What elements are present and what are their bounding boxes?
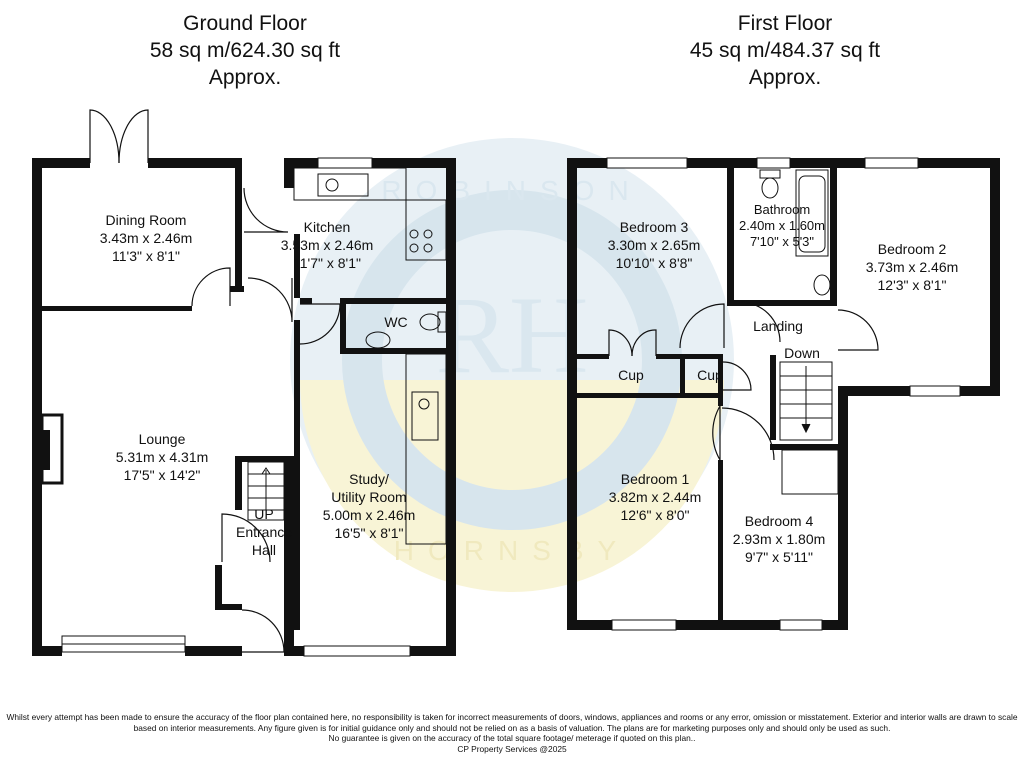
first-floor-heading: First Floor 45 sq m/484.37 sq ft Approx. xyxy=(635,10,935,91)
room-label-entrance-hall: UP Entrance Hall xyxy=(235,506,293,558)
kitchen-fittings xyxy=(293,167,447,545)
disclaimer-line-1: Whilst every attempt has been made to en… xyxy=(6,712,1018,722)
ground-floor-approx: Approx. xyxy=(208,66,282,89)
room-label-wc: WC xyxy=(384,314,408,330)
room-label-bedroom4: Bedroom 4 2.93m x 1.80m 9'7" x 5'11" xyxy=(732,513,826,565)
room-label-dining: Dining Room 3.43m x 2.46m 11'3" x 8'1" xyxy=(99,212,193,264)
ground-floor-doors xyxy=(89,109,341,653)
room-label-study: Study/ Utility Room 5.00m x 2.46m 16'5" … xyxy=(322,471,416,541)
first-floor-walls xyxy=(567,158,1000,630)
ground-floor-windows xyxy=(61,157,411,657)
room-label-bedroom2: Bedroom 2 3.73m x 2.46m 12'3" x 8'1" xyxy=(865,241,959,293)
room-label-bedroom1: Bedroom 1 3.82m x 2.44m 12'6" x 8'0" xyxy=(608,471,702,523)
room-label-landing: Landing xyxy=(753,318,803,334)
room-label-lounge: Lounge 5.31m x 4.31m 17'5" x 14'2" xyxy=(115,431,209,483)
ground-floor-name: Ground Floor xyxy=(183,12,307,35)
first-floor-name: First Floor xyxy=(737,12,833,35)
ground-floor-area: 58 sq m/624.30 sq ft xyxy=(149,39,341,62)
ground-floor-heading: Ground Floor 58 sq m/624.30 sq ft Approx… xyxy=(95,10,395,91)
room-label-bedroom3: Bedroom 3 3.30m x 2.65m 10'10" x 8'8" xyxy=(607,219,701,271)
first-floor-windows xyxy=(606,157,961,631)
floor-plan-drawing: RH ROBINSON HORNSBY xyxy=(32,109,1000,657)
watermark-ring-text-bottom: HORNSBY xyxy=(394,535,630,566)
first-floor-approx: Approx. xyxy=(748,66,822,89)
first-floor-area: 45 sq m/484.37 sq ft xyxy=(689,39,881,62)
disclaimer: Whilst every attempt has been made to en… xyxy=(0,712,1024,754)
disclaimer-line-2: based on interior measurements. Any figu… xyxy=(133,722,891,733)
room-label-cup-2: Cup xyxy=(697,367,723,383)
first-floor-fittings xyxy=(759,169,839,495)
room-label-kitchen: Kitchen 3.53m x 2.46m 11'7" x 8'1" xyxy=(280,219,374,271)
watermark-ring-text: ROBINSON xyxy=(381,175,642,206)
room-label-cup-1: Cup xyxy=(618,367,644,383)
disclaimer-line-4: CP Property Services @2025 xyxy=(457,743,567,754)
ground-floor-walls xyxy=(32,158,456,656)
watermark-monogram: RH xyxy=(436,274,589,396)
stairs-up-label: UP xyxy=(254,506,274,522)
room-label-bathroom: Bathroom 2.40m x 1.60m 7'10" x 5'3" xyxy=(739,202,825,249)
ground-floor-stairs xyxy=(247,461,285,521)
disclaimer-line-3: No guarantee is given on the accuracy of… xyxy=(328,733,696,743)
stairs-down-label: Down xyxy=(784,345,820,361)
first-floor-doors xyxy=(608,301,879,463)
